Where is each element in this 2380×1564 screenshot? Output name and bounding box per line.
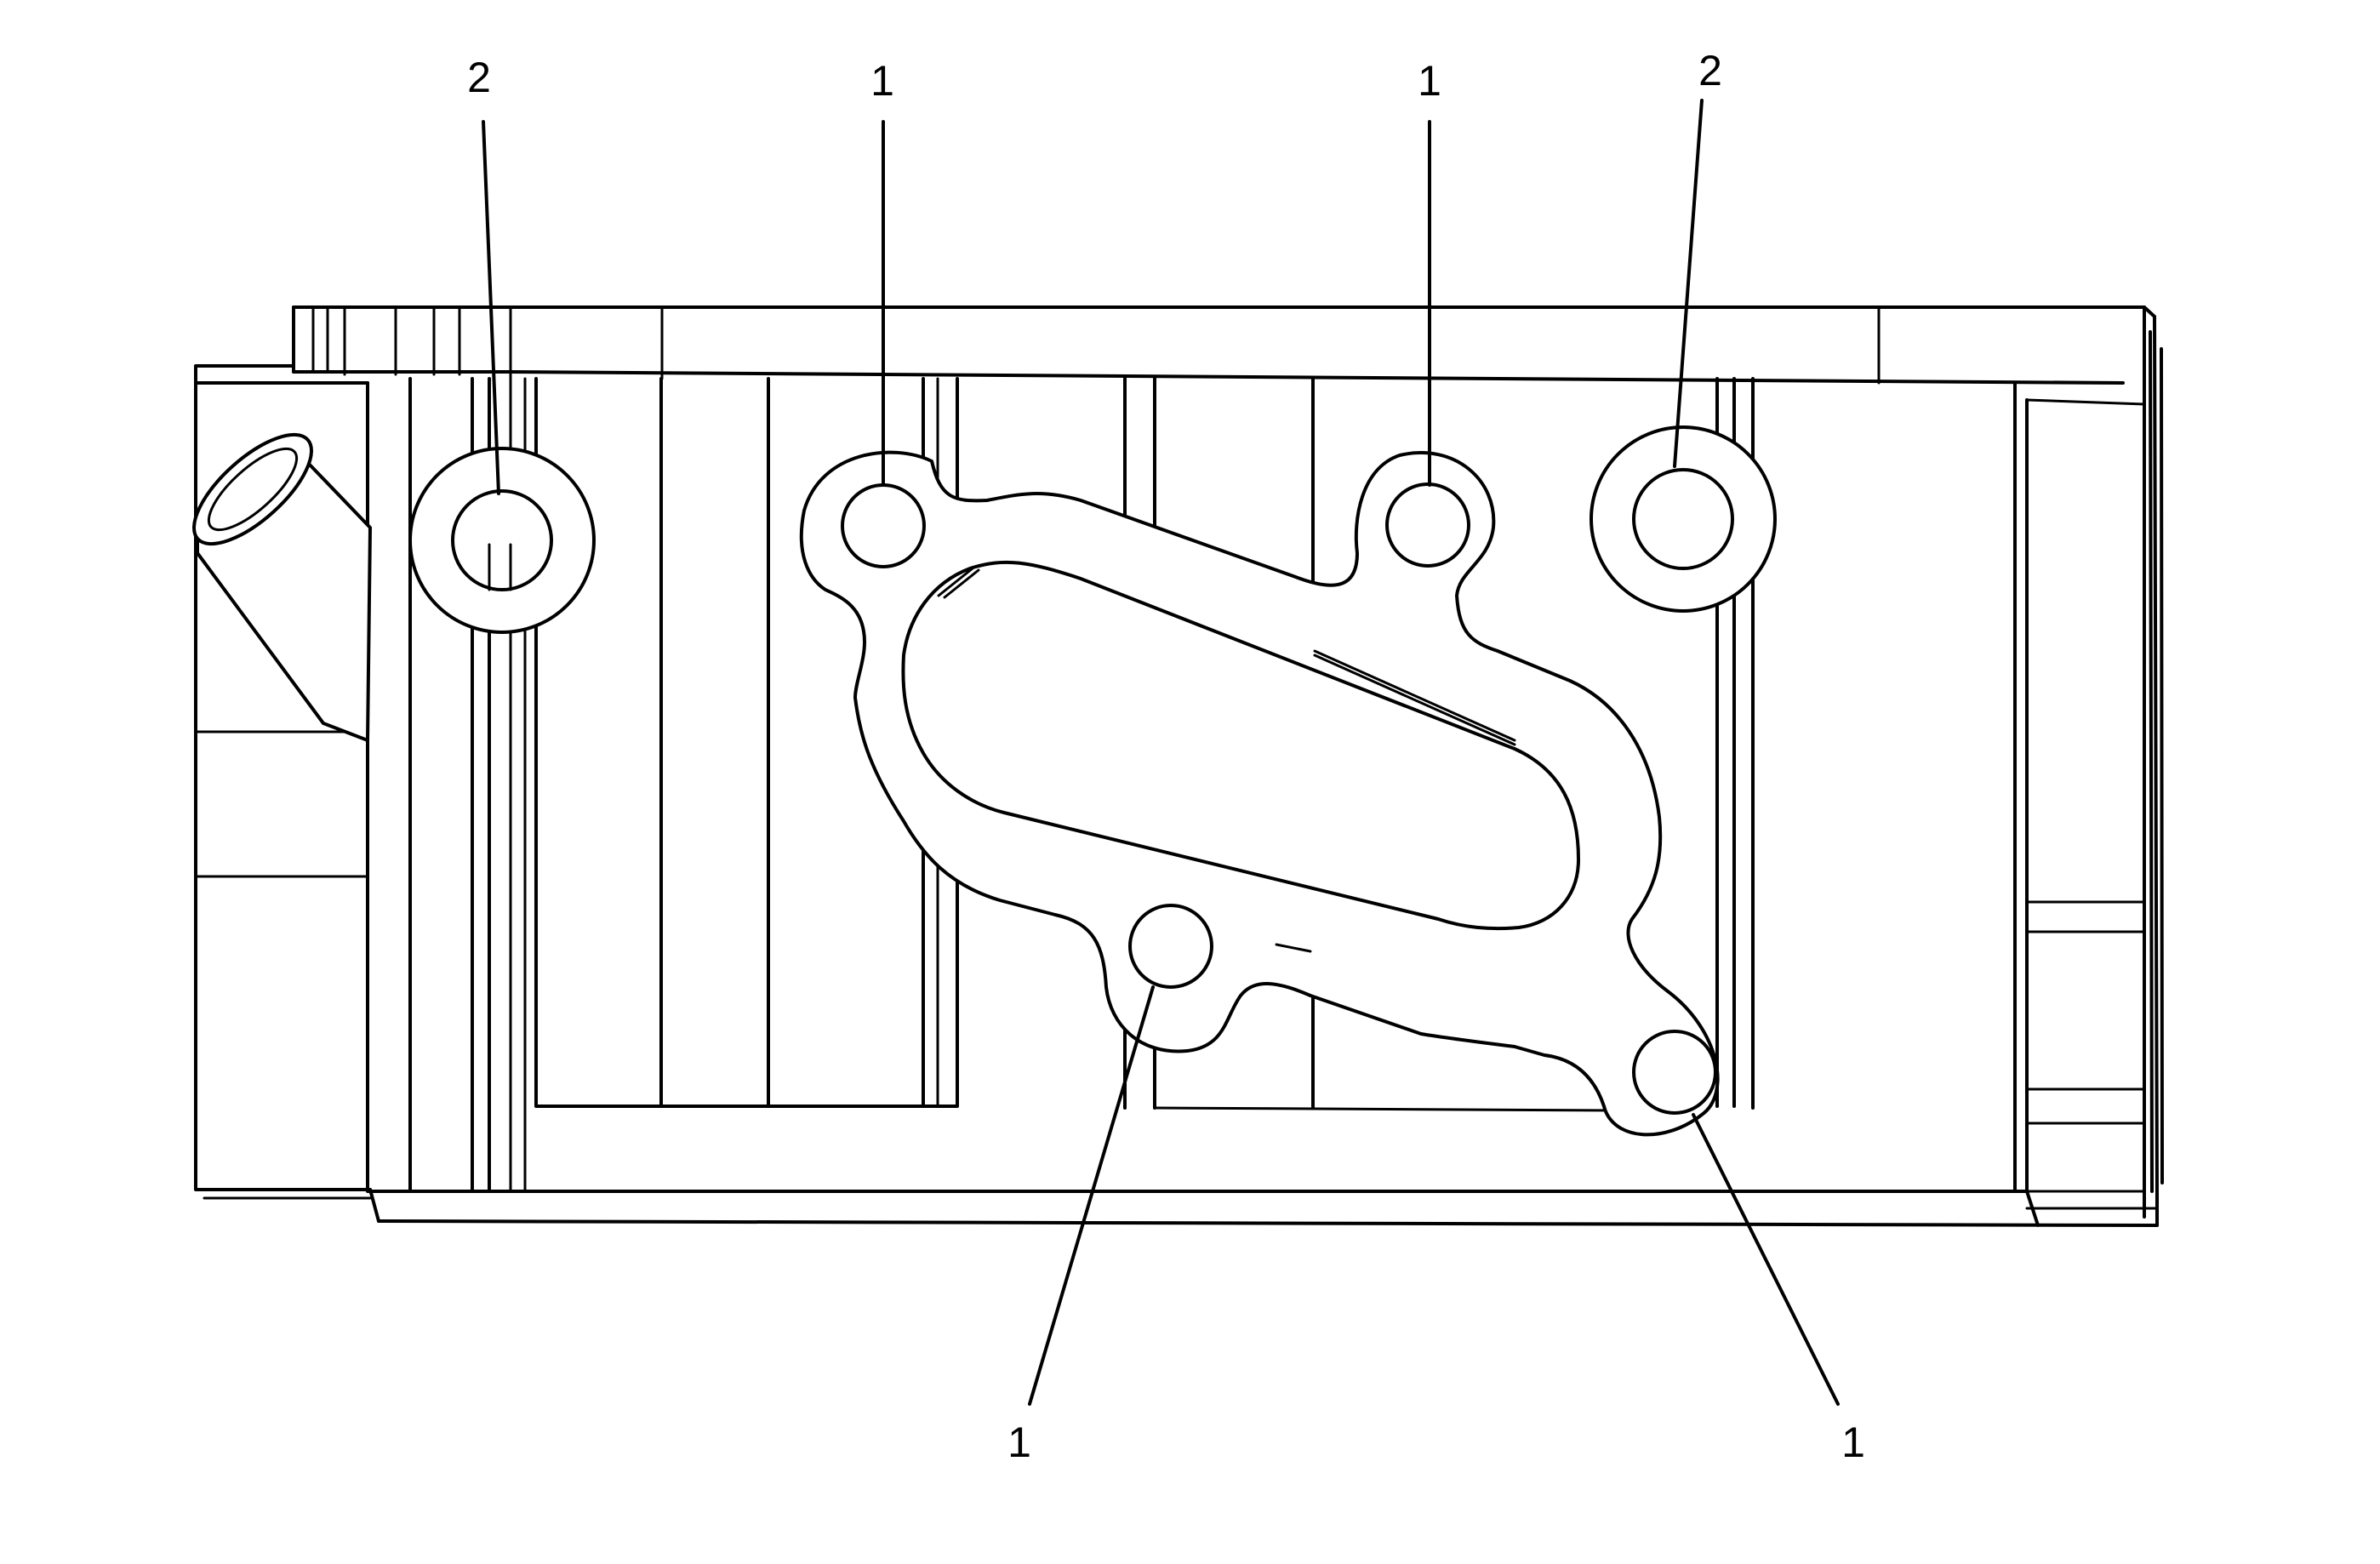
washer-right	[1590, 425, 1777, 613]
washer-left	[408, 447, 596, 634]
callout-label: 2	[1698, 47, 1722, 94]
callout-label: 1	[870, 57, 894, 105]
callout-labels: 2 1 1 2 1 1	[467, 47, 1865, 1466]
gasket-bolt-hole-bottom-left	[1128, 904, 1213, 989]
callout-label: 1	[1841, 1418, 1865, 1466]
callout-label: 1	[1007, 1418, 1031, 1466]
leader-lines	[482, 99, 1840, 1406]
callout-label: 1	[1418, 57, 1441, 105]
housing-body	[194, 305, 2164, 1227]
gasket-bolt-hole-top-left	[841, 483, 926, 568]
gasket-inner-opening	[901, 560, 1580, 931]
gasket-bolt-hole-bottom-right	[1632, 1030, 1717, 1115]
callout-label: 2	[467, 54, 491, 101]
gasket	[799, 450, 1720, 1137]
gasket-bolt-hole-top-right	[1385, 482, 1470, 568]
angled-pipe-fitting	[192, 432, 372, 742]
